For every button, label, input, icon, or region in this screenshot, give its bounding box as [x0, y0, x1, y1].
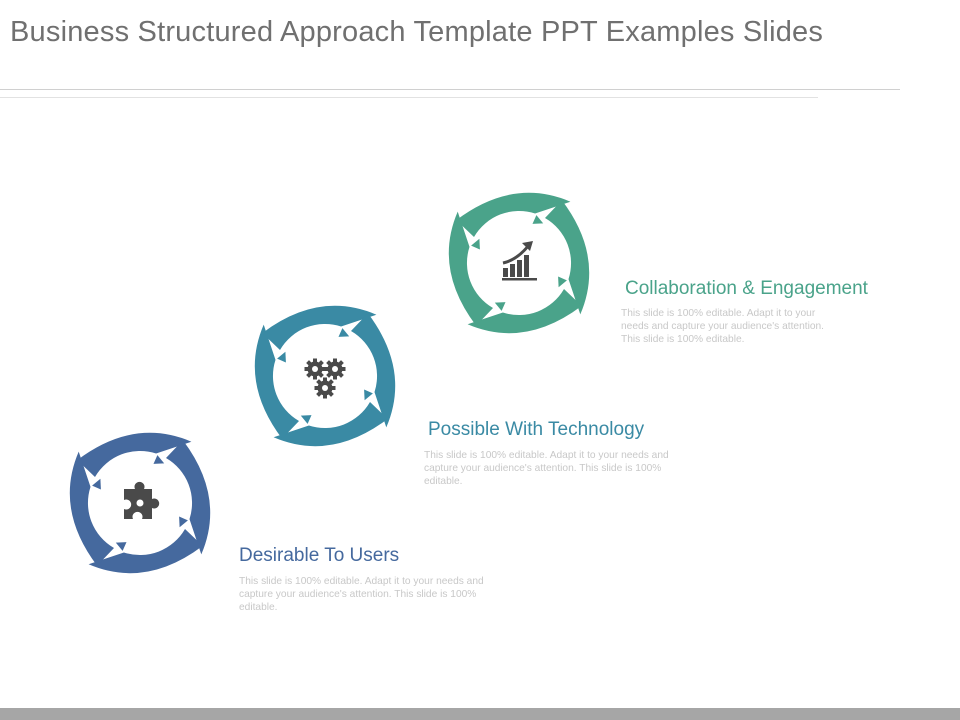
growth-chart-icon	[502, 241, 537, 281]
slide-title: Business Structured Approach Template PP…	[10, 16, 824, 48]
puzzle-icon	[124, 481, 160, 519]
cycle-arrowhead	[471, 238, 480, 250]
cycle-arrowhead	[494, 302, 506, 311]
step-heading-collaboration: Collaboration & Engagement	[625, 278, 868, 299]
cycle-blade	[467, 289, 582, 334]
cycle-blade	[262, 305, 377, 350]
cycle-blade	[448, 211, 493, 326]
title-divider-secondary	[0, 97, 818, 98]
cycle-blade	[166, 440, 211, 555]
step-description-technology: This slide is 100% editable. Adapt it to…	[424, 450, 669, 487]
cycle-blade	[69, 451, 114, 566]
cycle-blade	[77, 432, 192, 477]
cycle-arrowhead	[338, 328, 350, 337]
cycle-blade	[273, 402, 388, 447]
cycle-blade	[88, 529, 203, 574]
cycle-blade	[351, 313, 396, 428]
cycle-blade	[545, 200, 590, 315]
footer-bar	[0, 708, 960, 720]
step-heading-technology: Possible With Technology	[428, 419, 645, 440]
step-heading-desirable: Desirable To Users	[239, 545, 400, 566]
cycle-arrowhead	[300, 415, 312, 424]
cycle-arrows-desirable	[55, 418, 225, 588]
step-description-desirable: This slide is 100% editable. Adapt it to…	[239, 576, 484, 613]
gears-icon	[304, 358, 346, 399]
title-divider	[0, 89, 900, 90]
cycle-blade	[254, 324, 299, 439]
cycle-arrowhead	[179, 516, 188, 528]
cycle-arrows-technology	[240, 291, 410, 461]
cycle-arrowhead	[364, 389, 373, 401]
cycle-arrows-collaboration	[434, 178, 604, 348]
cycle-arrowhead	[558, 276, 567, 288]
cycle-arrowhead	[115, 542, 127, 551]
cycle-arrowhead	[92, 478, 101, 490]
cycle-arrowhead	[532, 215, 544, 224]
cycle-arrowhead	[277, 351, 286, 363]
cycle-blade	[456, 192, 571, 237]
step-description-collaboration: This slide is 100% editable. Adapt it to…	[621, 308, 825, 345]
cycle-arrowhead	[153, 455, 165, 464]
